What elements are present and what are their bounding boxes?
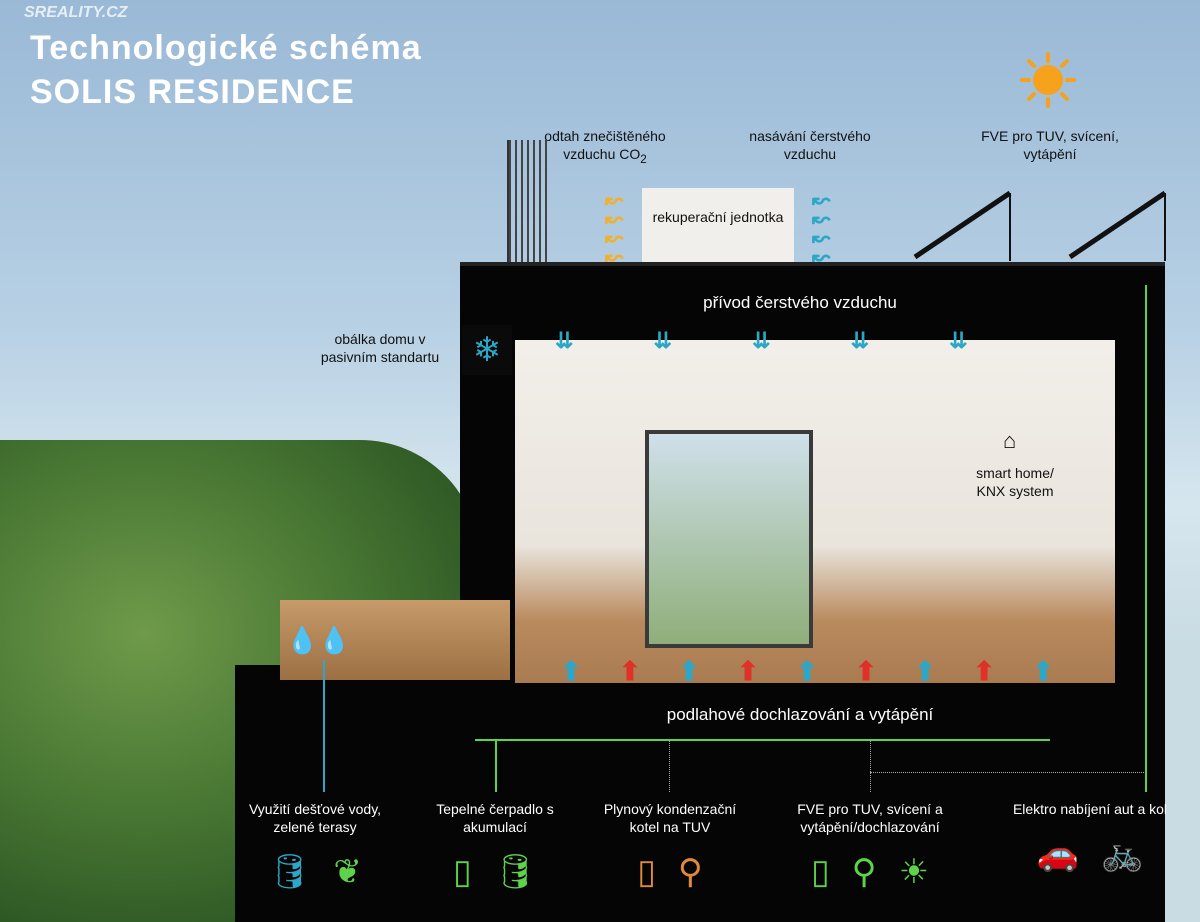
fresh-air-label: přívod čerstvého vzduchu <box>703 293 897 312</box>
tank-icon: 🛢 <box>493 853 537 891</box>
watermark-logo: SREALITY.CZ <box>24 4 128 21</box>
system-ev-charging: Elektro nabíjení aut a kol 🚗🚲 <box>1000 800 1180 876</box>
system-rainwater: Využití dešťové vody, zelené terasy 🛢❦ <box>245 800 385 894</box>
smart-home-label: smart home/ KNX system <box>976 465 1054 499</box>
living-room-interior <box>515 340 1115 683</box>
fresh-air-arrows-icon: ⇊ ⇊ ⇊ ⇊ ⇊ <box>555 328 970 353</box>
system-heat-pump: Tepelné čerpadlo s akumulací ▯🛢 <box>420 800 570 894</box>
rain-line <box>323 660 325 792</box>
recuperation-unit <box>642 188 794 264</box>
rain-drops-icon: 💧💧 <box>286 625 351 655</box>
e-bike-icon: 🚲 <box>1101 835 1144 873</box>
terrace <box>280 600 510 680</box>
intake-label: nasávání čerstvého vzduchu <box>749 128 871 162</box>
recuperation-unit-label: rekuperační jednotka <box>652 209 784 225</box>
system-pv: FVE pro TUV, svícení a vytápění/dochlazo… <box>775 800 965 894</box>
pv-line-h <box>870 772 1146 773</box>
boiler-icon: ▯ <box>810 853 830 891</box>
system-gas-boiler: Plynový kondenzační kotel na TUV ▯⚲ <box>590 800 750 894</box>
room-window <box>645 430 813 648</box>
title-line2: SOLIS RESIDENCE <box>30 73 355 111</box>
boiler-icon: ▯ <box>637 853 656 891</box>
roof-line <box>460 262 1165 266</box>
roof-railing <box>507 140 549 265</box>
title-line1: Technologické schéma <box>30 29 422 67</box>
faucet-icon: ⚲ <box>851 853 877 891</box>
terrace-base <box>235 665 475 922</box>
exhaust-arrows-icon: ↜↜↜↜ <box>605 187 624 269</box>
faucet-icon: ⚲ <box>677 853 703 891</box>
ev-car-icon: 🚗 <box>1036 835 1079 873</box>
floor-heating-label: podlahové dochlazování a vytápění <box>666 705 934 724</box>
distribution-line <box>475 739 1050 741</box>
envelope-label: obálka domu v pasivním standartu <box>320 331 440 365</box>
snowflake-sun-icon: ❄ <box>462 325 512 375</box>
exhaust-label: odtah znečištěného vzduchu CO2 <box>544 128 666 166</box>
solar-panels-icon <box>913 190 1167 261</box>
floor-arrows-icon: ⬆ ⬆ ⬆ ⬆ ⬆ ⬆ ⬆ ⬆ ⬆ <box>560 656 1055 686</box>
bulb-icon: ☀ <box>898 853 930 891</box>
intake-arrows-icon: ↜↜↜↜ <box>812 187 831 269</box>
water-tank-icon: 🛢 <box>268 853 312 891</box>
sun-icon <box>1020 52 1076 108</box>
pv-label: FVE pro TUV, svícení, vytápění <box>981 128 1119 162</box>
boiler-line <box>669 740 670 792</box>
heatpump-line <box>495 740 497 792</box>
leaf-house-icon: ❦ <box>333 853 362 891</box>
ev-line <box>1145 285 1147 792</box>
heat-pump-icon: ▯ <box>453 853 472 891</box>
smart-home-icon: ⌂ <box>1003 428 1017 453</box>
pv-line <box>870 740 871 792</box>
